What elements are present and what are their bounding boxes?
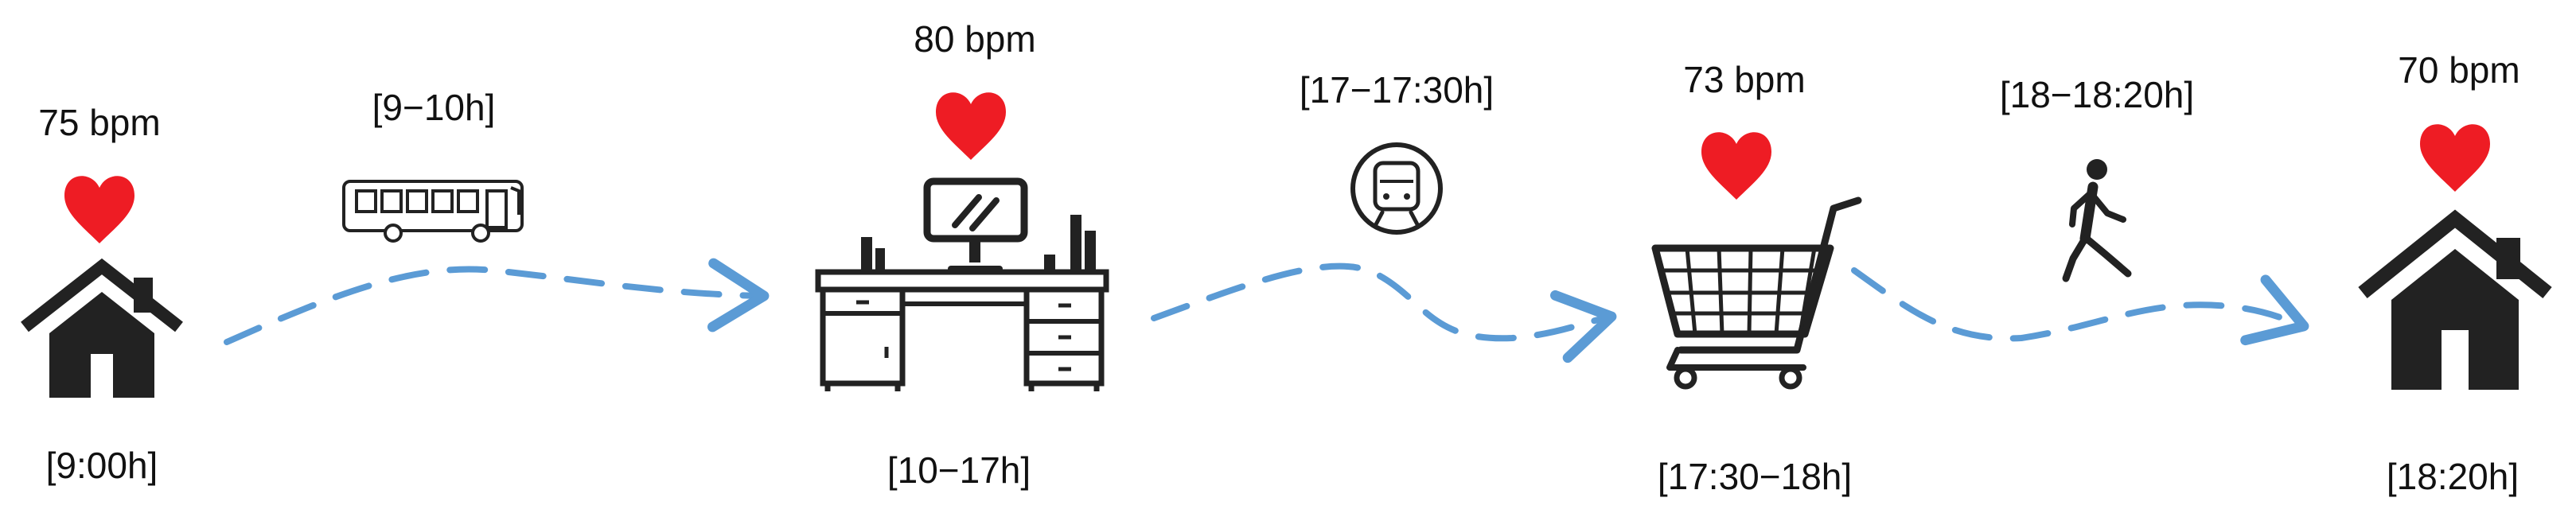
stop-time-label: [9:00h] <box>45 445 158 486</box>
transit-time-label: [9−10h] <box>372 87 496 128</box>
transit-time-label: [17−17:30h] <box>1299 69 1495 111</box>
shopping-cart-icon <box>1651 196 1862 390</box>
bus-icon <box>342 180 524 243</box>
house-icon <box>2358 209 2552 390</box>
stop-bpm-label: 73 bpm <box>1683 59 1806 100</box>
heart-icon <box>936 92 1006 160</box>
stop-bpm-label: 70 bpm <box>2398 49 2520 91</box>
house-icon <box>21 258 183 398</box>
heart-icon <box>64 176 134 243</box>
stop-bpm-label: 80 bpm <box>914 18 1036 60</box>
stop-bpm-label: 75 bpm <box>38 102 161 143</box>
transit-time-label: [18−18:20h] <box>1999 74 2195 115</box>
heart-icon <box>1701 132 1771 200</box>
stop-time-label: [17:30−18h] <box>1657 456 1853 497</box>
dashed-path-cart-to-home <box>1851 267 2309 346</box>
dashed-path-home-to-desk <box>224 258 770 345</box>
stop-time-label: [10−17h] <box>887 449 1031 491</box>
dashed-path-desk-to-cart <box>1151 262 1617 364</box>
heart-icon <box>2420 124 2490 192</box>
train-icon <box>1350 142 1443 235</box>
desk-icon <box>815 177 1109 391</box>
stop-time-label: [18:20h] <box>2386 456 2519 497</box>
walking-person-icon <box>2062 159 2132 282</box>
